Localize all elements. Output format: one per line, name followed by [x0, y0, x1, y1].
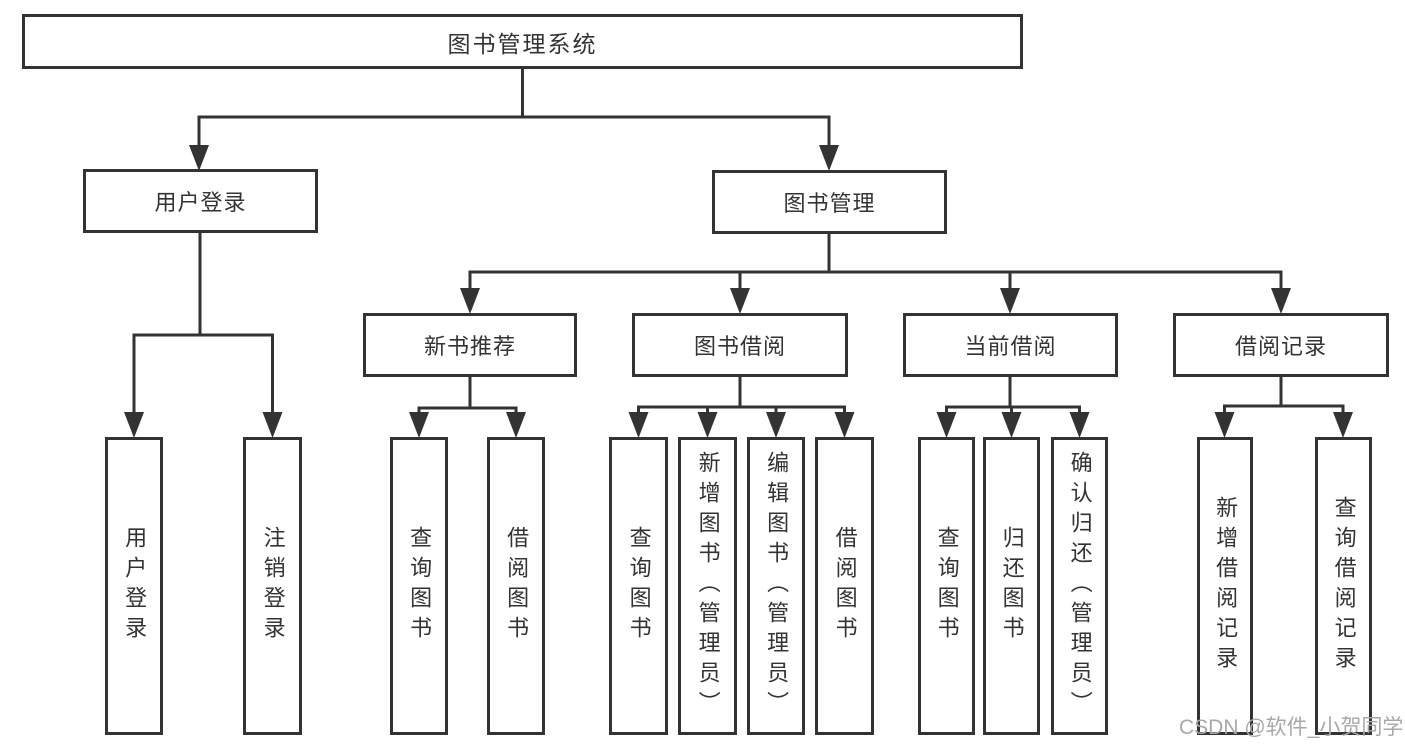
node-user-login: 用户登录 [83, 169, 318, 233]
arrowhead [819, 145, 839, 171]
arrowhead [1069, 412, 1090, 438]
leaf-label: 借阅图书 [832, 526, 858, 646]
arrowhead [506, 412, 526, 438]
arrowhead [1271, 288, 1291, 314]
leaf-label: 查询图书 [934, 526, 960, 646]
arrowhead [766, 412, 786, 438]
connector-borrow-record-split [1214, 376, 1353, 438]
arrowhead [460, 288, 480, 314]
leaf-user-login: 用户登录 [105, 437, 163, 735]
arrowhead [1333, 412, 1353, 438]
node-label: 图书管理 [783, 191, 876, 216]
node-book-management: 图书管理 [712, 170, 947, 234]
connector-user-login-split [124, 232, 283, 438]
arrowhead [834, 412, 855, 438]
node-borrow-records: 借阅记录 [1173, 313, 1389, 377]
leaf-label: 确认归还（管理员） [1067, 451, 1093, 721]
connector-root-split [189, 68, 839, 171]
leaf-label: 查询图书 [407, 526, 433, 646]
leaf-borrow-books: 借阅图书 [815, 437, 874, 735]
node-label: 借阅记录 [1234, 334, 1327, 359]
csdn-watermark: CSDN @软件_小贺同学 [1179, 716, 1404, 739]
node-label: 用户登录 [154, 190, 247, 215]
leaf-label: 借阅图书 [504, 526, 530, 646]
leaf-label: 归还图书 [999, 526, 1025, 646]
leaf-query-books-borrow: 查询图书 [609, 437, 668, 735]
leaf-label: 查询借阅记录 [1331, 496, 1357, 676]
arrowhead [628, 412, 649, 438]
leaf-logout: 注销登录 [243, 437, 302, 735]
leaf-label: 编辑图书（管理员） [764, 451, 790, 721]
node-current-borrow: 当前借阅 [903, 313, 1118, 377]
leaf-label: 查询图书 [626, 526, 652, 646]
leaf-query-books-recommend: 查询图书 [390, 437, 448, 735]
leaf-query-books-current: 查询图书 [918, 437, 975, 735]
connector-current-borrow-split [936, 376, 1090, 438]
connector-new-book-split [409, 376, 526, 438]
node-library-system: 图书管理系统 [22, 14, 1023, 69]
arrowhead [1000, 288, 1020, 314]
leaf-label: 新增图书（管理员） [695, 451, 721, 721]
arrowhead [697, 412, 718, 438]
arrowhead [936, 412, 957, 438]
leaf-label: 注销登录 [260, 526, 286, 646]
arrowhead [124, 412, 144, 438]
arrowhead [262, 412, 283, 438]
node-new-book-recommend: 新书推荐 [363, 313, 577, 377]
connector-book-management-split [460, 233, 1291, 314]
node-label: 当前借阅 [964, 334, 1057, 359]
arrowhead [1214, 412, 1235, 438]
arrowhead [1001, 412, 1022, 438]
leaf-add-borrow-record: 新增借阅记录 [1197, 437, 1253, 735]
connector-book-borrow-split [628, 376, 855, 438]
node-label: 图书借阅 [693, 334, 786, 359]
leaf-add-books-admin: 新增图书（管理员） [678, 437, 737, 735]
leaf-label: 新增借阅记录 [1213, 496, 1239, 676]
node-label: 新书推荐 [423, 334, 516, 359]
node-book-borrow: 图书借阅 [632, 313, 848, 377]
leaf-return-books: 归还图书 [983, 437, 1040, 735]
leaf-label: 用户登录 [122, 526, 148, 646]
arrowhead [409, 412, 429, 438]
leaf-confirm-return-admin: 确认归还（管理员） [1051, 437, 1108, 735]
leaf-borrow-books-recommend: 借阅图书 [487, 437, 545, 735]
node-label: 图书管理系统 [447, 30, 598, 57]
arrowhead [730, 288, 750, 314]
leaf-query-borrow-record: 查询借阅记录 [1315, 437, 1372, 735]
arrowhead [189, 145, 209, 171]
leaf-edit-books-admin: 编辑图书（管理员） [747, 437, 805, 735]
